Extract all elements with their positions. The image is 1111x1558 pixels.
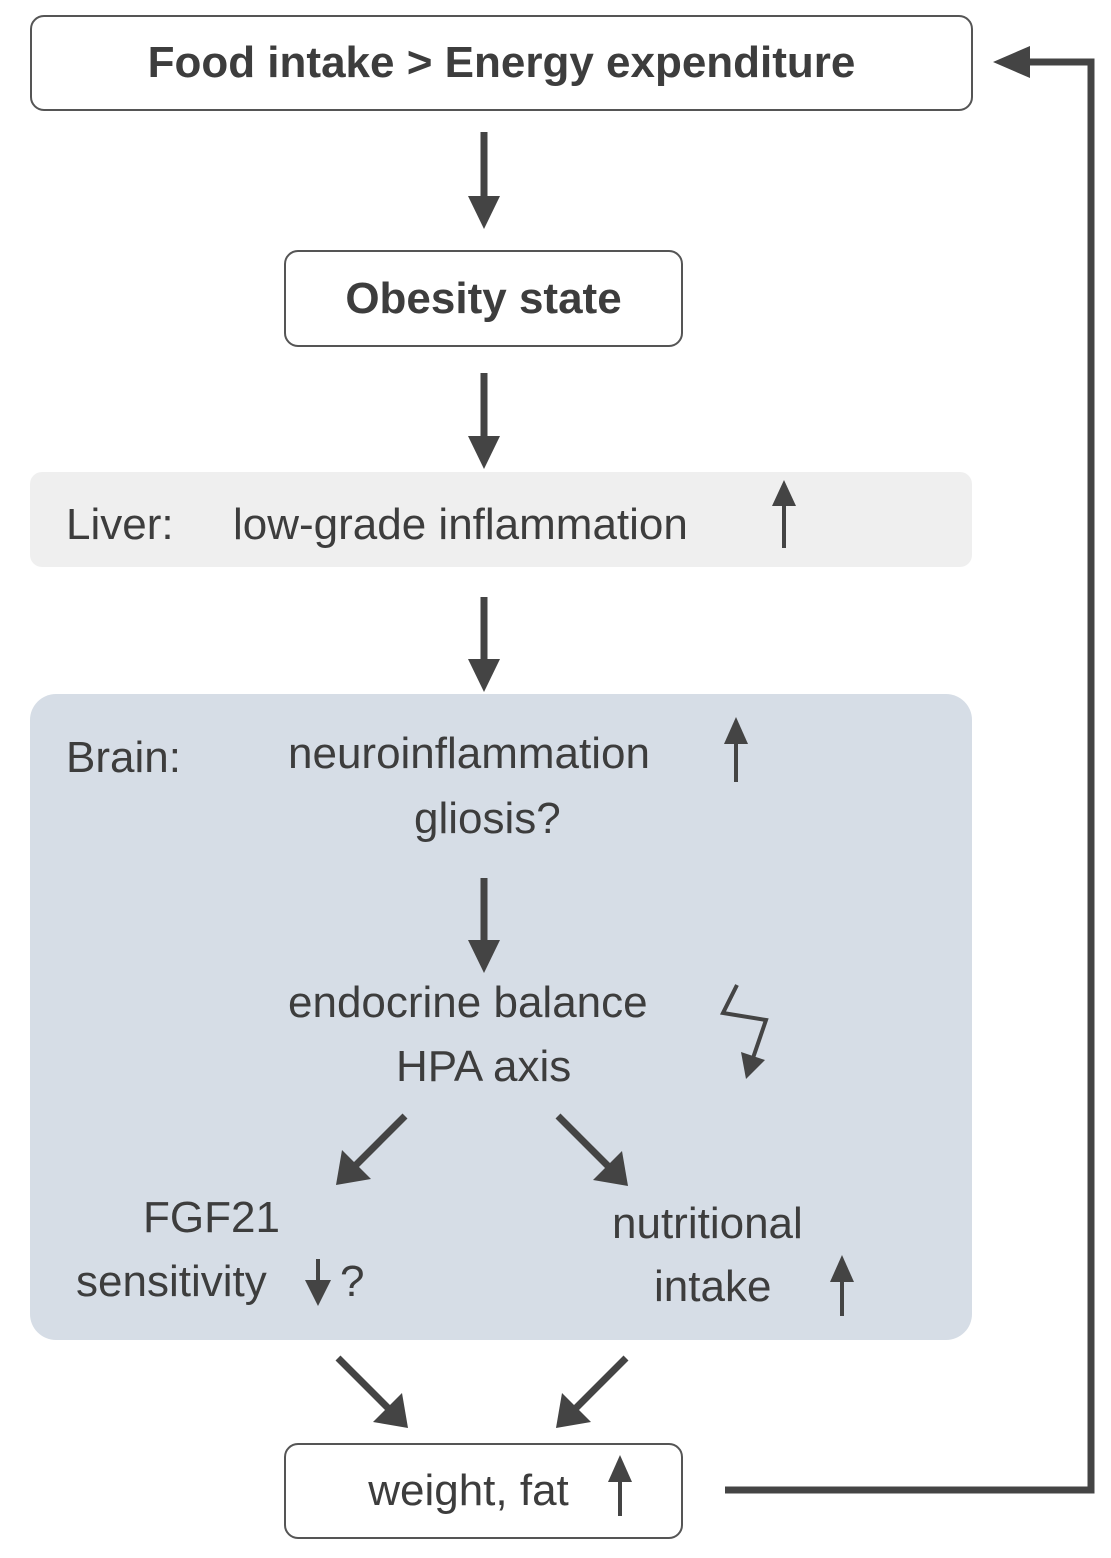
gliosis-text: gliosis? <box>414 794 561 843</box>
weight-fat-node: weight, fat <box>284 1443 683 1539</box>
arrow-nutritional-to-weight <box>556 1355 629 1428</box>
obesity-state-label: Obesity state <box>345 273 622 323</box>
up-arrow-icon <box>772 480 796 548</box>
arrow-gliosis-to-endocrine <box>468 878 500 973</box>
food-intake-node: Food intake > Energy expenditure <box>30 15 973 111</box>
down-arrow-icon <box>305 1259 331 1306</box>
up-arrow-icon <box>608 1455 632 1516</box>
intake-text: intake <box>654 1262 772 1311</box>
endocrine-balance-text: endocrine balance <box>288 978 648 1027</box>
up-arrow-icon <box>724 717 748 782</box>
arrow-liver-to-brain <box>468 597 500 692</box>
liver-region <box>30 472 972 567</box>
arrow-food-to-obesity <box>468 132 500 229</box>
lightning-disruption-icon <box>719 984 769 1079</box>
sensitivity-text: sensitivity <box>76 1257 267 1306</box>
liver-label: Liver: <box>66 500 174 549</box>
obesity-state-node: Obesity state <box>284 250 683 347</box>
brain-label: Brain: <box>66 733 181 782</box>
food-intake-label: Food intake > Energy expenditure <box>147 38 856 87</box>
weight-fat-label: weight, fat <box>368 1466 569 1515</box>
fgf21-text: FGF21 <box>143 1193 280 1242</box>
feedback-loop-arrow <box>725 46 1095 1494</box>
arrow-fgf21-to-weight <box>335 1355 408 1428</box>
brain-region <box>30 694 972 1340</box>
up-arrow-icon <box>830 1255 854 1316</box>
arrow-obesity-to-liver <box>468 373 500 469</box>
arrow-hpa-to-fgf21 <box>336 1113 408 1185</box>
liver-inflammation-text: low-grade inflammation <box>233 500 688 549</box>
nutritional-text: nutritional <box>612 1199 803 1248</box>
hpa-axis-text: HPA axis <box>396 1042 572 1091</box>
neuroinflammation-text: neuroinflammation <box>288 729 650 778</box>
arrow-hpa-to-nutritional <box>555 1113 628 1186</box>
sensitivity-question-mark: ? <box>340 1257 365 1306</box>
